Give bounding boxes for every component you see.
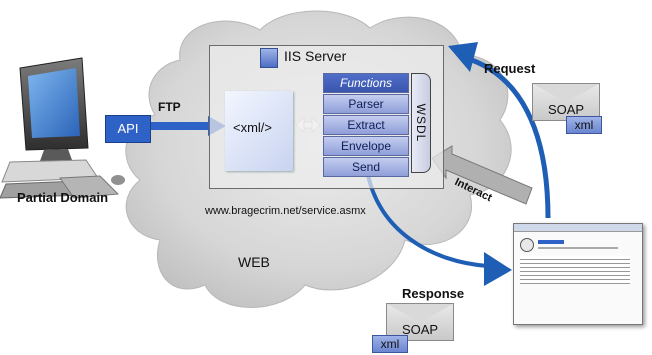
function-envelope: Envelope (323, 136, 409, 156)
ftp-label: FTP (158, 100, 181, 114)
client-computer-icon (0, 57, 125, 199)
service-url: www.bragecrim.net/service.asmx (205, 205, 366, 217)
response-label: Response (402, 286, 465, 301)
response-arrow (366, 174, 512, 286)
client-label: Partial Domain (17, 190, 109, 205)
functions-header: Functions (323, 73, 409, 93)
iis-server-icon (260, 48, 278, 68)
functions-stack: Functions Parser Extract Envelope Send (323, 73, 409, 178)
response-xml-box: xml (372, 335, 408, 353)
function-parser: Parser (323, 94, 409, 114)
request-xml-box: xml (566, 116, 602, 134)
xml-doc-label: <xml/> (233, 120, 273, 135)
web-label: WEB (238, 254, 270, 270)
function-extract: Extract (323, 115, 409, 135)
xml-document-icon (225, 91, 293, 171)
request-soap-envelope: SOAP (532, 83, 600, 121)
function-send: Send (323, 157, 409, 177)
wsdl-box: WSDL (411, 73, 431, 173)
request-label: Request (484, 61, 536, 76)
response-soap-envelope: SOAP (386, 303, 454, 341)
interact-arrow (431, 145, 533, 205)
server-title: IIS Server (284, 48, 347, 64)
response-soap-label: SOAP (401, 322, 439, 337)
wsdl-label: WSDL (414, 103, 428, 143)
request-arrow (448, 42, 551, 219)
client-app-window (513, 223, 643, 325)
request-soap-label: SOAP (547, 102, 585, 117)
api-box: API (105, 115, 151, 143)
